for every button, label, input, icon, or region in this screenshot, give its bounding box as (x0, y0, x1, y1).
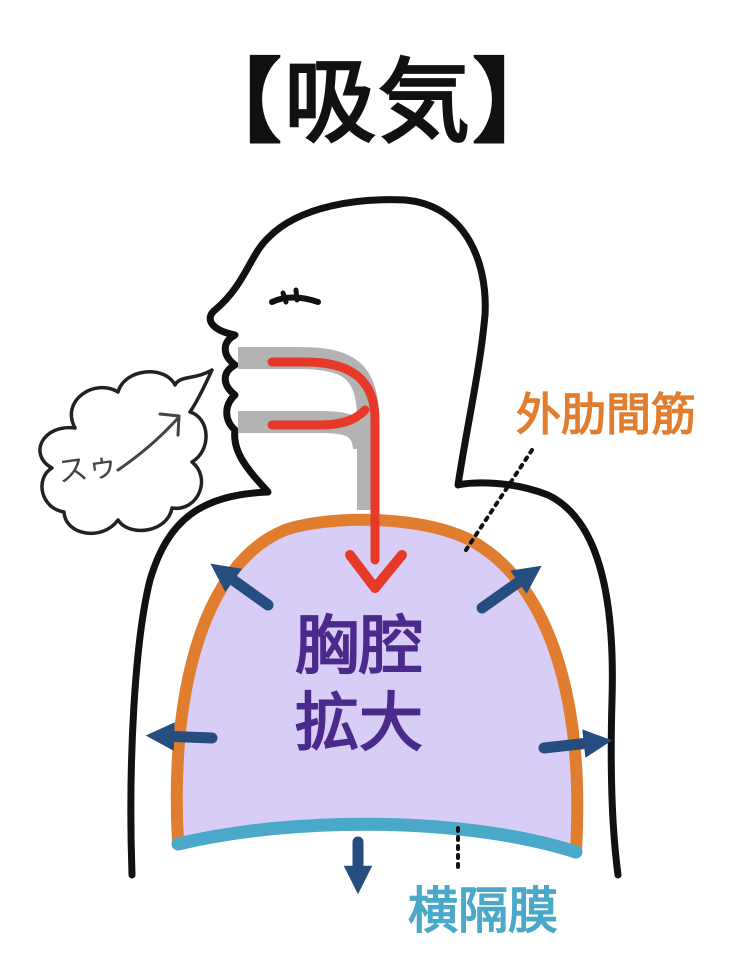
breath-sound-text: スゥ (56, 447, 120, 490)
expansion-arrow-icon (538, 729, 613, 758)
closed-eye-icon (269, 294, 321, 305)
thoracic-cavity-label-line2: 拡大 (295, 687, 423, 761)
oral-airflow (267, 405, 370, 430)
diagram-title: 【吸気】 (189, 49, 566, 156)
intercostal-muscles-label: 外肋間筋 (516, 388, 696, 441)
airflow-arrowhead (345, 550, 407, 593)
diaphragm-label: 横隔膜 (408, 882, 558, 940)
breath-arrow-icon (116, 412, 181, 472)
eyelash-1 (280, 290, 289, 305)
thoracic-cavity-label-line1: 胸腔 (295, 610, 423, 684)
diaphragm-line (171, 817, 583, 859)
intercostal-leader-line (464, 448, 534, 552)
breath-cloud-icon (38, 368, 214, 536)
airflow-arrow-icon (267, 357, 380, 565)
expansion-arrow-icon (476, 565, 542, 614)
expansion-arrow-icon (210, 563, 274, 611)
thoracic-cavity (176, 519, 578, 850)
expansion-arrow-icon (145, 722, 218, 751)
eyelash-2 (293, 287, 300, 303)
